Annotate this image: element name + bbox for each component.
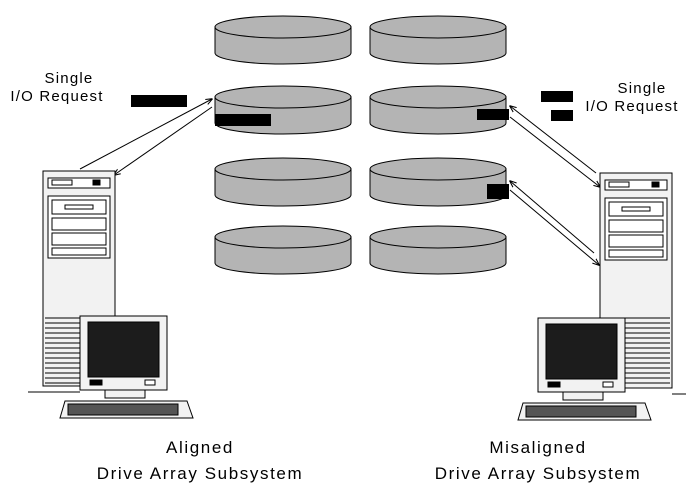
left-arrow-up: [79, 99, 212, 170]
left-request-line2: I/O Request: [10, 88, 104, 105]
disk-right-3: [369, 157, 507, 207]
left-caption: Aligned Drive Array Subsystem: [60, 435, 340, 487]
right-request-block-1: [541, 91, 573, 102]
data-blocks: [131, 91, 573, 199]
left-tower-vents: [45, 317, 85, 384]
disk-array: [214, 15, 507, 275]
io-arrows: [79, 99, 600, 265]
right-request-line2: I/O Request: [585, 98, 679, 115]
left-disk-block: [215, 114, 271, 126]
left-caption-line1: Aligned: [166, 438, 234, 457]
disk-right-1: [369, 15, 507, 65]
right-monitor-screen: [545, 323, 618, 380]
right-request-block-2: [551, 110, 573, 121]
right-disk-block-1: [477, 109, 509, 120]
right-arrow-up-2: [510, 181, 595, 254]
right-disk-block-2: [487, 184, 509, 199]
right-caption-line2: Drive Array Subsystem: [434, 464, 642, 483]
disk-left-1: [214, 15, 352, 65]
right-caption-line1: Misaligned: [489, 438, 587, 457]
left-request-line1: Single: [44, 70, 94, 87]
right-request-line1: Single: [617, 80, 667, 97]
left-arrow-down: [114, 106, 213, 175]
right-caption: Misaligned Drive Array Subsystem: [398, 435, 678, 487]
right-arrow-down-1: [509, 116, 600, 187]
left-monitor-screen: [87, 321, 160, 378]
disk-right-4: [369, 225, 507, 275]
left-request-block: [131, 95, 187, 107]
left-caption-line2: Drive Array Subsystem: [96, 464, 304, 483]
disk-left-3: [214, 157, 352, 207]
left-computer: [28, 170, 194, 419]
left-request-label: Single I/O Request: [2, 70, 112, 106]
right-arrow-up-1: [510, 106, 597, 174]
disk-left-2: [214, 85, 352, 135]
disk-right-2: [369, 85, 507, 135]
disk-left-4: [214, 225, 352, 275]
right-computer: [517, 172, 686, 421]
right-request-label: Single I/O Request: [577, 80, 687, 116]
right-arrow-down-2: [509, 189, 599, 265]
